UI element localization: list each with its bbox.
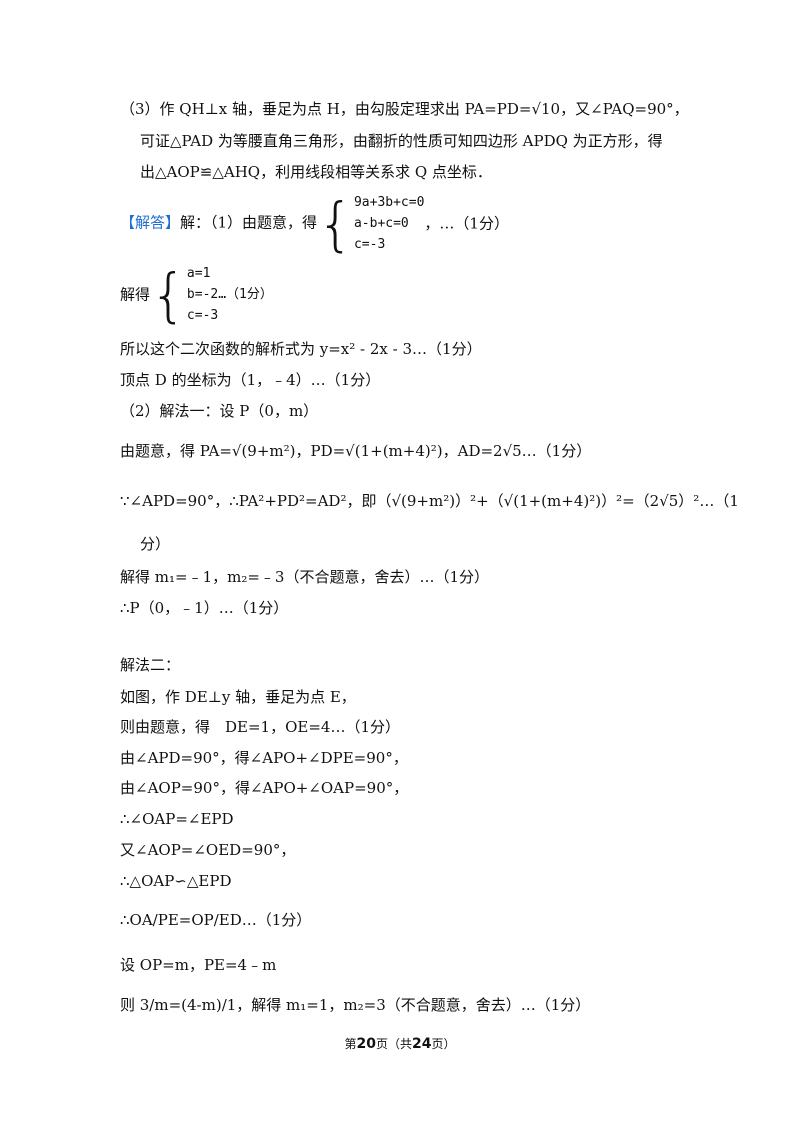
- analysis-line-1: （3）作 QH⊥x 轴，垂足为点 H，由勾股定理求出 PA=PD=√10，又∠P…: [120, 100, 689, 118]
- method-one-line-2b: 分）: [140, 535, 171, 553]
- method-two-line-2: 则由题意，得 DE=1，OE=4…（1分）: [120, 718, 400, 736]
- method-two-line-10: 则 3/m=(4-m)/1，解得 m₁=1，m₂=3（不合题意，舍去）…（1分）: [120, 996, 591, 1014]
- method-one-title: （2）解法一：设 P（0，m）: [120, 402, 319, 420]
- page-footer: 第20页（共24页）: [344, 1036, 456, 1052]
- method-two-line-6: 又∠AOP=∠OED=90°，: [120, 841, 296, 859]
- answer-intro: 解：（1）由题意，得: [180, 213, 318, 232]
- left-brace-icon: {: [150, 260, 187, 329]
- analysis-line-2: 可证△PAD 为等腰直角三角形，由翻折的性质可知四边形 APDQ 为正方形，得: [140, 132, 663, 150]
- method-two-line-1: 如图，作 DE⊥y 轴，垂足为点 E，: [120, 688, 356, 706]
- function-line: 所以这个二次函数的解析式为 y=x² - 2x - 3…（1分）: [120, 340, 482, 358]
- method-two-line-4: 由∠AOP=90°，得∠APO+∠OAP=90°，: [120, 779, 409, 797]
- page-total: 24: [412, 1036, 432, 1052]
- vertex-line: 顶点 D 的坐标为（1，﹣4）…（1分）: [120, 371, 381, 389]
- method-one-line-3: 解得 m₁=﹣1，m₂=﹣3（不合题意，舍去）…（1分）: [120, 568, 490, 586]
- method-two-line-9: 设 OP=m，PE=4﹣m: [120, 956, 277, 974]
- method-two-line-3: 由∠APD=90°，得∠APO+∠DPE=90°，: [120, 749, 408, 767]
- answer-tag: 【解答】: [120, 213, 181, 232]
- analysis-line-3: 出△AOP≌△AHQ，利用线段相等关系求 Q 点坐标．: [140, 163, 492, 181]
- method-two-line-8: ∴OA/PE=OP/ED…（1分）: [120, 911, 312, 929]
- left-brace-icon: {: [317, 189, 354, 258]
- method-two-title: 解法二：: [120, 656, 181, 674]
- method-two-line-7: ∴△OAP∽△EPD: [120, 872, 232, 890]
- answer-score: ，…（1分）: [424, 214, 509, 233]
- method-one-line-2: ∵∠APD=90°，∴PA²+PD²=AD²，即（√(9+m²)）²+（√(1+…: [120, 492, 739, 510]
- method-two-line-5: ∴∠OAP=∠EPD: [120, 810, 234, 828]
- method-one-line-1: 由题意，得 PA=√(9+m²)，PD=√(1+(m+4)²)，AD=2√5…（…: [120, 442, 592, 460]
- method-one-line-4: ∴P（0，﹣1）…（1分）: [120, 599, 289, 617]
- page-number: 20: [356, 1036, 376, 1052]
